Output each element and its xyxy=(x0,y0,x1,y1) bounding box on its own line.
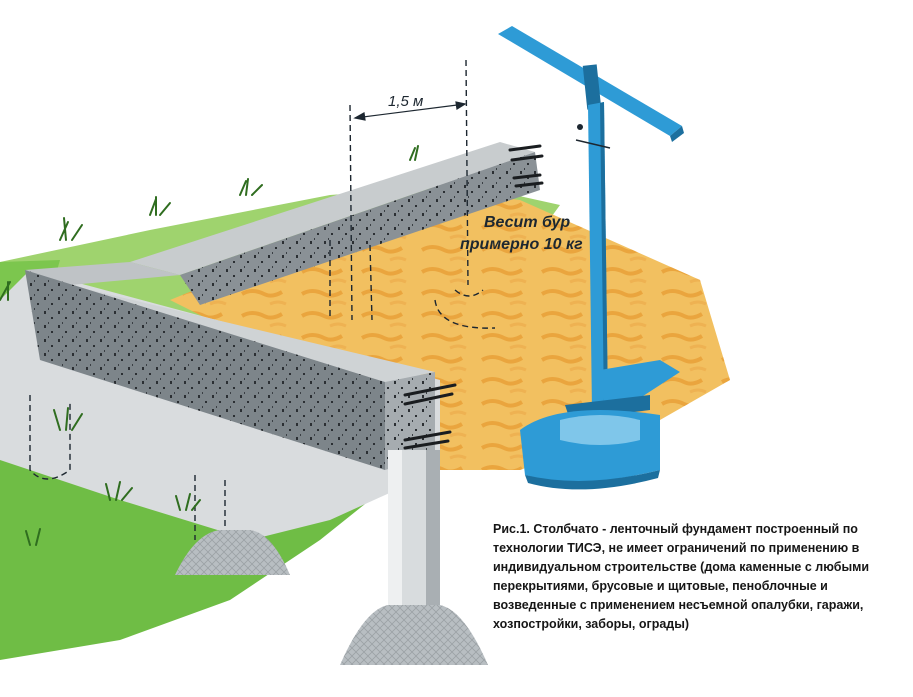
drill-weight-note-line2: примерно 10 кг xyxy=(460,236,583,253)
strip-beam-front-top xyxy=(25,270,435,382)
pillar-icon xyxy=(175,450,488,665)
strip-beam-back-top xyxy=(130,142,535,275)
dimension-line xyxy=(353,101,467,121)
tise-drill-icon xyxy=(498,26,684,490)
grass-tuft-icon xyxy=(0,145,419,546)
rebar-icon xyxy=(403,144,544,450)
strip-beam-left-top xyxy=(25,262,180,285)
figure-caption: Рис.1. Столбчато - ленточный фундамент п… xyxy=(493,522,870,631)
dimension-label: 1,5 м xyxy=(388,93,424,110)
drill-weight-note-line1: Весит бур xyxy=(484,214,571,231)
